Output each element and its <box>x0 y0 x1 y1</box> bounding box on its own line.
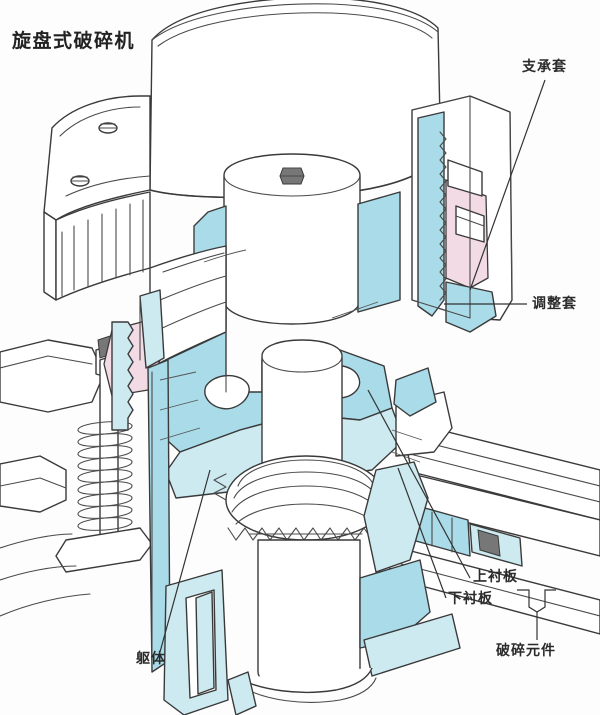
interior-detail-lines <box>159 249 423 463</box>
main-vertical-shaft <box>261 339 343 483</box>
head-nut <box>279 167 305 185</box>
label-crushing-element: 破碎元件 <box>496 643 556 659</box>
label-lower-liner: 下衬板 <box>448 591 493 607</box>
eccentric-bushing <box>257 539 361 691</box>
drive-shaft-housing <box>383 419 600 635</box>
label-support-sleeve: 支承套 <box>522 59 567 75</box>
leader-body <box>159 469 211 653</box>
right-lower-frame-arm <box>363 367 453 573</box>
leader-lower-liner <box>397 467 447 599</box>
top-shell-left-skirt <box>43 191 151 301</box>
main-shaft-cone-head <box>223 153 361 325</box>
coil-spring <box>77 421 133 531</box>
adjustment-and-support-sleeve-assembly <box>411 95 513 333</box>
leader-support-sleeve <box>469 79 546 291</box>
label-adjustment-sleeve: 调整套 <box>532 296 577 312</box>
flange-bolt-head <box>98 122 118 134</box>
figure-title: 旋盘式破碎机 <box>12 30 136 52</box>
flange-bolt-head <box>70 175 90 187</box>
leader-upper-liner <box>367 389 471 579</box>
body-wall-left-section <box>111 321 171 673</box>
upper-flange-ring <box>43 95 151 221</box>
leader-lines <box>159 79 556 653</box>
label-upper-liner: 上衬板 <box>473 569 518 585</box>
label-body: 躯体 <box>136 651 166 667</box>
base-sump <box>163 559 461 715</box>
